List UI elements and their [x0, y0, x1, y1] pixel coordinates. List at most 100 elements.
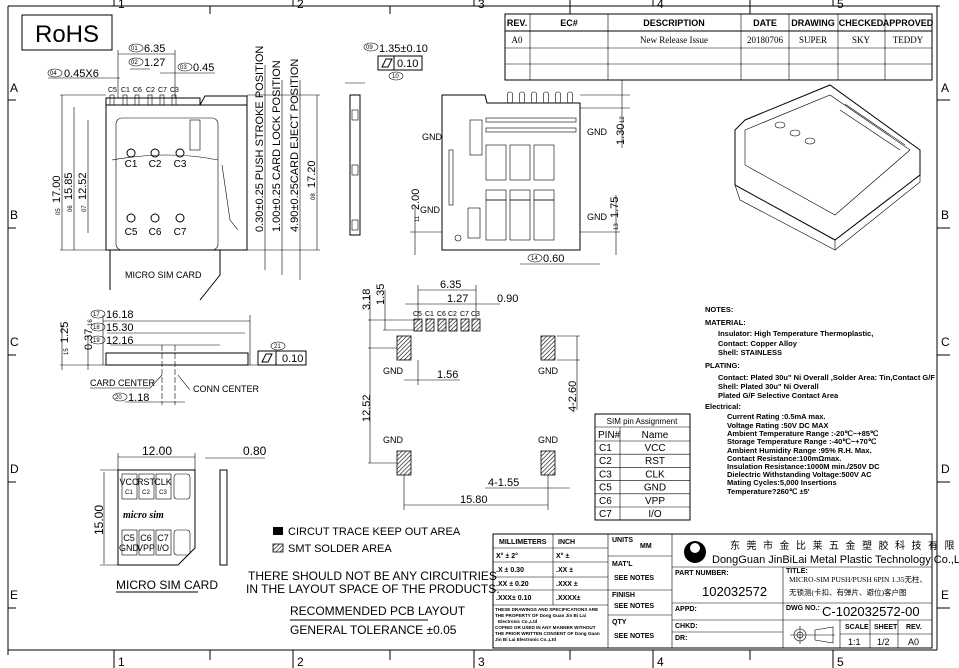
dim-0-45: 0.45 [193, 62, 214, 74]
zone-row-c: C [10, 335, 19, 349]
gnd-label: GND [420, 205, 441, 215]
gnd-pad [396, 335, 412, 361]
card-eject-position: 4.90±0.25CARD EJECT POSITION [289, 59, 301, 232]
balloon-16: 16 [88, 319, 94, 326]
rev-cell: SUPER [799, 35, 827, 45]
rev-header: DATE [753, 18, 777, 28]
pin-label: C3 [170, 87, 179, 94]
dim-4-1-55: 4-1.55 [488, 477, 519, 489]
pad-label: C5 [413, 311, 422, 318]
legend-solder: SMT SOLDER AREA [288, 543, 392, 555]
company-name-cn: 东 莞 市 金 比 莱 五 金 塑 胶 科 技 有 限 公 司 [730, 539, 959, 552]
pin-table-title: SIM pin Assignment [607, 417, 678, 426]
push-stroke-position: 0.30±0.25 PUSH STROKE POSITION [254, 46, 266, 232]
dim-17-20: 17.20 [306, 160, 318, 188]
sim-contact-pin: C7 [157, 533, 169, 543]
rohs-box [21, 14, 113, 51]
rev-cell: New Release Issue [640, 35, 708, 45]
pin [171, 94, 177, 106]
balloon-17: 17 [93, 312, 100, 318]
card-center-label: CARD CENTER [90, 378, 156, 388]
pin [567, 91, 573, 104]
balloon-02: 02 [131, 60, 138, 66]
contact-label: C7 [174, 227, 187, 238]
note-line: Storage Temperature Range :-40℃~+70℃ [727, 437, 877, 446]
drawing-frame [7, 0, 950, 668]
property-line: THESE DRAWINGS AND SPECIFICATIONS ARE [495, 607, 598, 612]
legend-keepout: CIRCUT TRACE KEEP OUT AREA [288, 526, 461, 538]
pin [122, 94, 128, 106]
dim-2-00: 2.00 [410, 189, 422, 210]
pin-label: C2 [146, 87, 155, 94]
note-line: Contact: Copper Alloy [718, 339, 798, 348]
gnd-pad [396, 450, 412, 476]
scale-label: SCALE [845, 624, 869, 631]
zone-row-b-right: B [941, 208, 949, 222]
pin [109, 94, 115, 106]
sim-contact-pin: C3 [159, 490, 167, 496]
pad-label: C6 [437, 311, 446, 318]
pin [531, 91, 537, 104]
contact-label: C3 [174, 159, 187, 170]
note-line: Voltage Rating :50V DC MAX [727, 421, 829, 430]
company-logo [684, 541, 706, 563]
matl-label: MAT'L [612, 561, 633, 568]
dim-1-18: 1.18 [128, 392, 149, 404]
pin-table-name: VPP [645, 496, 665, 507]
note-line: Temperature?260℃ ±5' [727, 487, 810, 496]
dim-1-30: 1.30 [615, 124, 627, 145]
micro-sim-caption: MICRO SIM CARD [116, 578, 218, 592]
dim-0-45x6: 0.45X6 [64, 68, 99, 80]
dim-1-35: 1.35±0.10 [379, 43, 428, 55]
zone-col-1-bottom: 1 [118, 655, 125, 668]
pin-table-header: Name [642, 430, 669, 441]
rev-value: A0 [908, 637, 919, 647]
dim-0-37: 0.37 [83, 329, 95, 350]
sim-width: 12.00 [142, 444, 172, 458]
dim-1-35: 1.35 [375, 284, 387, 305]
pin-table-header: PIN# [598, 430, 621, 441]
zone-col-2: 2 [297, 0, 304, 11]
dwg-label: DWG NO.: [786, 605, 820, 612]
company-name-en: DongGuan JinBiLai Metal Plastic Technolo… [712, 554, 959, 566]
rev-header: EC# [560, 18, 578, 28]
pin-label: C7 [158, 87, 167, 94]
dim-15-80: 15.80 [460, 494, 488, 506]
note-line: MATERIAL: [705, 318, 746, 327]
pad-label: C2 [448, 311, 457, 318]
zone-col-5-bottom: 5 [837, 655, 844, 668]
zone-row-a-right: A [941, 81, 949, 95]
dim-12-52: 12.52 [77, 172, 89, 200]
zone-col-5: 5 [837, 0, 844, 11]
pin-table-name: RST [645, 456, 665, 467]
balloon-09: 09 [366, 45, 373, 51]
balloon-04: 04 [50, 71, 57, 77]
signal-pad [437, 318, 447, 332]
qty-label: QTY [612, 619, 627, 626]
balloon-07: 07 [82, 205, 88, 212]
pin-table-name: CLK [645, 469, 665, 480]
dim-1-27: 1.27 [447, 293, 468, 305]
sim-contact-name: VPP [137, 543, 155, 553]
pin-table-pin: C3 [599, 469, 612, 480]
balloon-10: 10 [392, 74, 399, 80]
title-line-1: MICRO-SIM PUSH/PUSH 6PIN 1.35无柱、 [789, 574, 927, 584]
sheet-value: 1/2 [877, 637, 890, 647]
pin-table-pin: C2 [599, 456, 612, 467]
side-view: 09 1.35±0.10 0.10 10 [345, 42, 428, 236]
pin [159, 94, 165, 106]
tol-inch: X° ± [556, 552, 569, 560]
dim-0-60: 0.60 [543, 253, 564, 265]
conn-center-label: CONN CENTER [193, 384, 260, 394]
front-view: 17 16.18 18 15.30 19 12.16 15 1.25 0.37 … [59, 309, 307, 405]
appd-label: APPD: [675, 606, 697, 613]
units-value: MM [640, 543, 652, 550]
note-line: Shell: STAINLESS [718, 348, 782, 357]
balloon-11: 11 [415, 215, 421, 222]
rev-header: APPROVED [883, 18, 934, 28]
signal-pad [425, 318, 435, 332]
title-line-2: 无锁测(卡扣、有弹片、避位)客户图 [789, 587, 907, 597]
zone-col-3: 3 [478, 0, 485, 11]
